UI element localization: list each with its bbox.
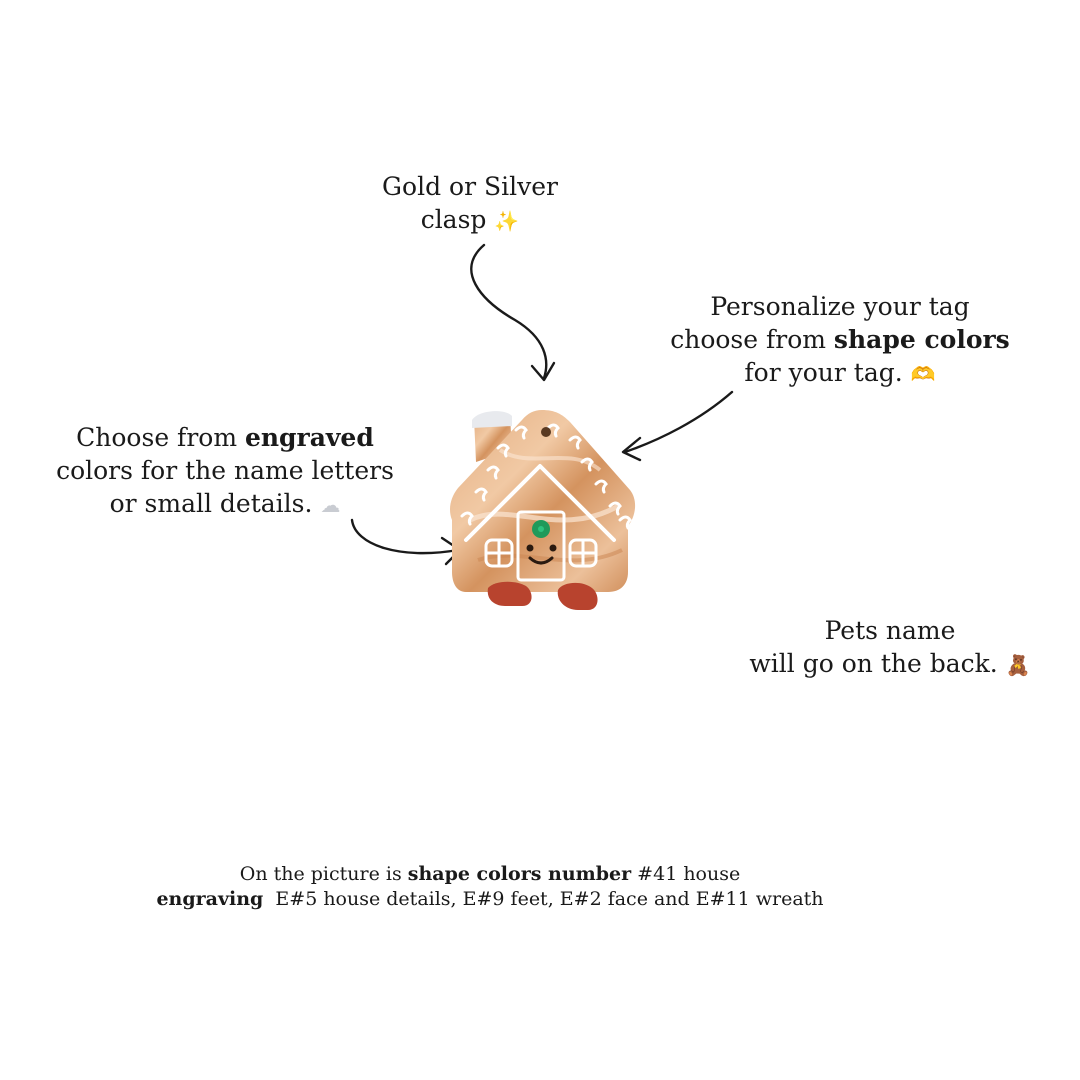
name-line-2: will go on the back.	[749, 649, 998, 678]
teddy-bear-icon: 🧸	[1005, 653, 1031, 677]
left-window	[484, 538, 514, 568]
marble-swirl	[477, 548, 623, 563]
caption: On the picture is shape colors number #4…	[150, 862, 830, 912]
heart-hands-icon: 🫶	[910, 362, 936, 386]
caption-line-1-prefix: On the picture is	[239, 863, 408, 885]
shape-arrow	[623, 390, 734, 454]
left-eye	[526, 544, 534, 552]
shape-line-2-bold: shape colors	[833, 325, 1010, 354]
left-foot	[487, 581, 532, 606]
right-foot	[557, 582, 598, 610]
engraved-line-1-prefix: Choose from	[76, 423, 245, 452]
caption-line-1-suffix: #41 house	[631, 863, 741, 885]
engraved-line-2: colors for the name letters	[56, 456, 394, 485]
shape-colors-note: Personalize your tag choose from shape c…	[660, 290, 1020, 391]
smile	[528, 556, 554, 565]
name-line-1: Pets name	[824, 616, 956, 645]
shape-line-1: Personalize your tag	[710, 292, 970, 321]
engraved-note: Choose from engraved colors for the name…	[40, 421, 410, 522]
sparkles-icon: ✨	[494, 209, 520, 233]
engraved-line-1-bold: engraved	[244, 423, 374, 452]
clasp-line-1: Gold or Silver	[382, 172, 558, 201]
right-eye	[549, 544, 557, 552]
roof-icing	[464, 464, 616, 542]
shape-line-3: for your tag.	[744, 358, 903, 387]
right-window	[568, 538, 598, 568]
house-body	[450, 410, 636, 592]
clasp-line-2: clasp	[420, 205, 487, 234]
caption-line-2-suffix: E#5 house details, E#9 feet, E#2 face an…	[263, 888, 824, 910]
marble-swirl	[468, 502, 622, 523]
clasp-arrow	[470, 243, 548, 380]
clasp-hole	[541, 427, 551, 437]
engraved-arrow	[350, 518, 460, 555]
clasp-arrow-head	[530, 361, 556, 382]
chimney-snow-icon	[472, 411, 512, 428]
door-outline	[516, 510, 566, 582]
caption-line-1-bold: shape colors number	[407, 863, 632, 885]
cloud-icon: ☁	[320, 493, 341, 517]
wreath-center	[538, 526, 544, 532]
clasp-note: Gold or Silver clasp ✨	[330, 170, 610, 238]
pet-name-note: Pets name will go on the back. 🧸	[740, 614, 1040, 682]
caption-line-2-bold: engraving	[156, 888, 264, 910]
shape-line-2-prefix: choose from	[670, 325, 834, 354]
icing-swirls	[460, 423, 632, 530]
engraved-line-3: or small details.	[109, 489, 313, 518]
shape-arrow-head	[621, 436, 642, 462]
